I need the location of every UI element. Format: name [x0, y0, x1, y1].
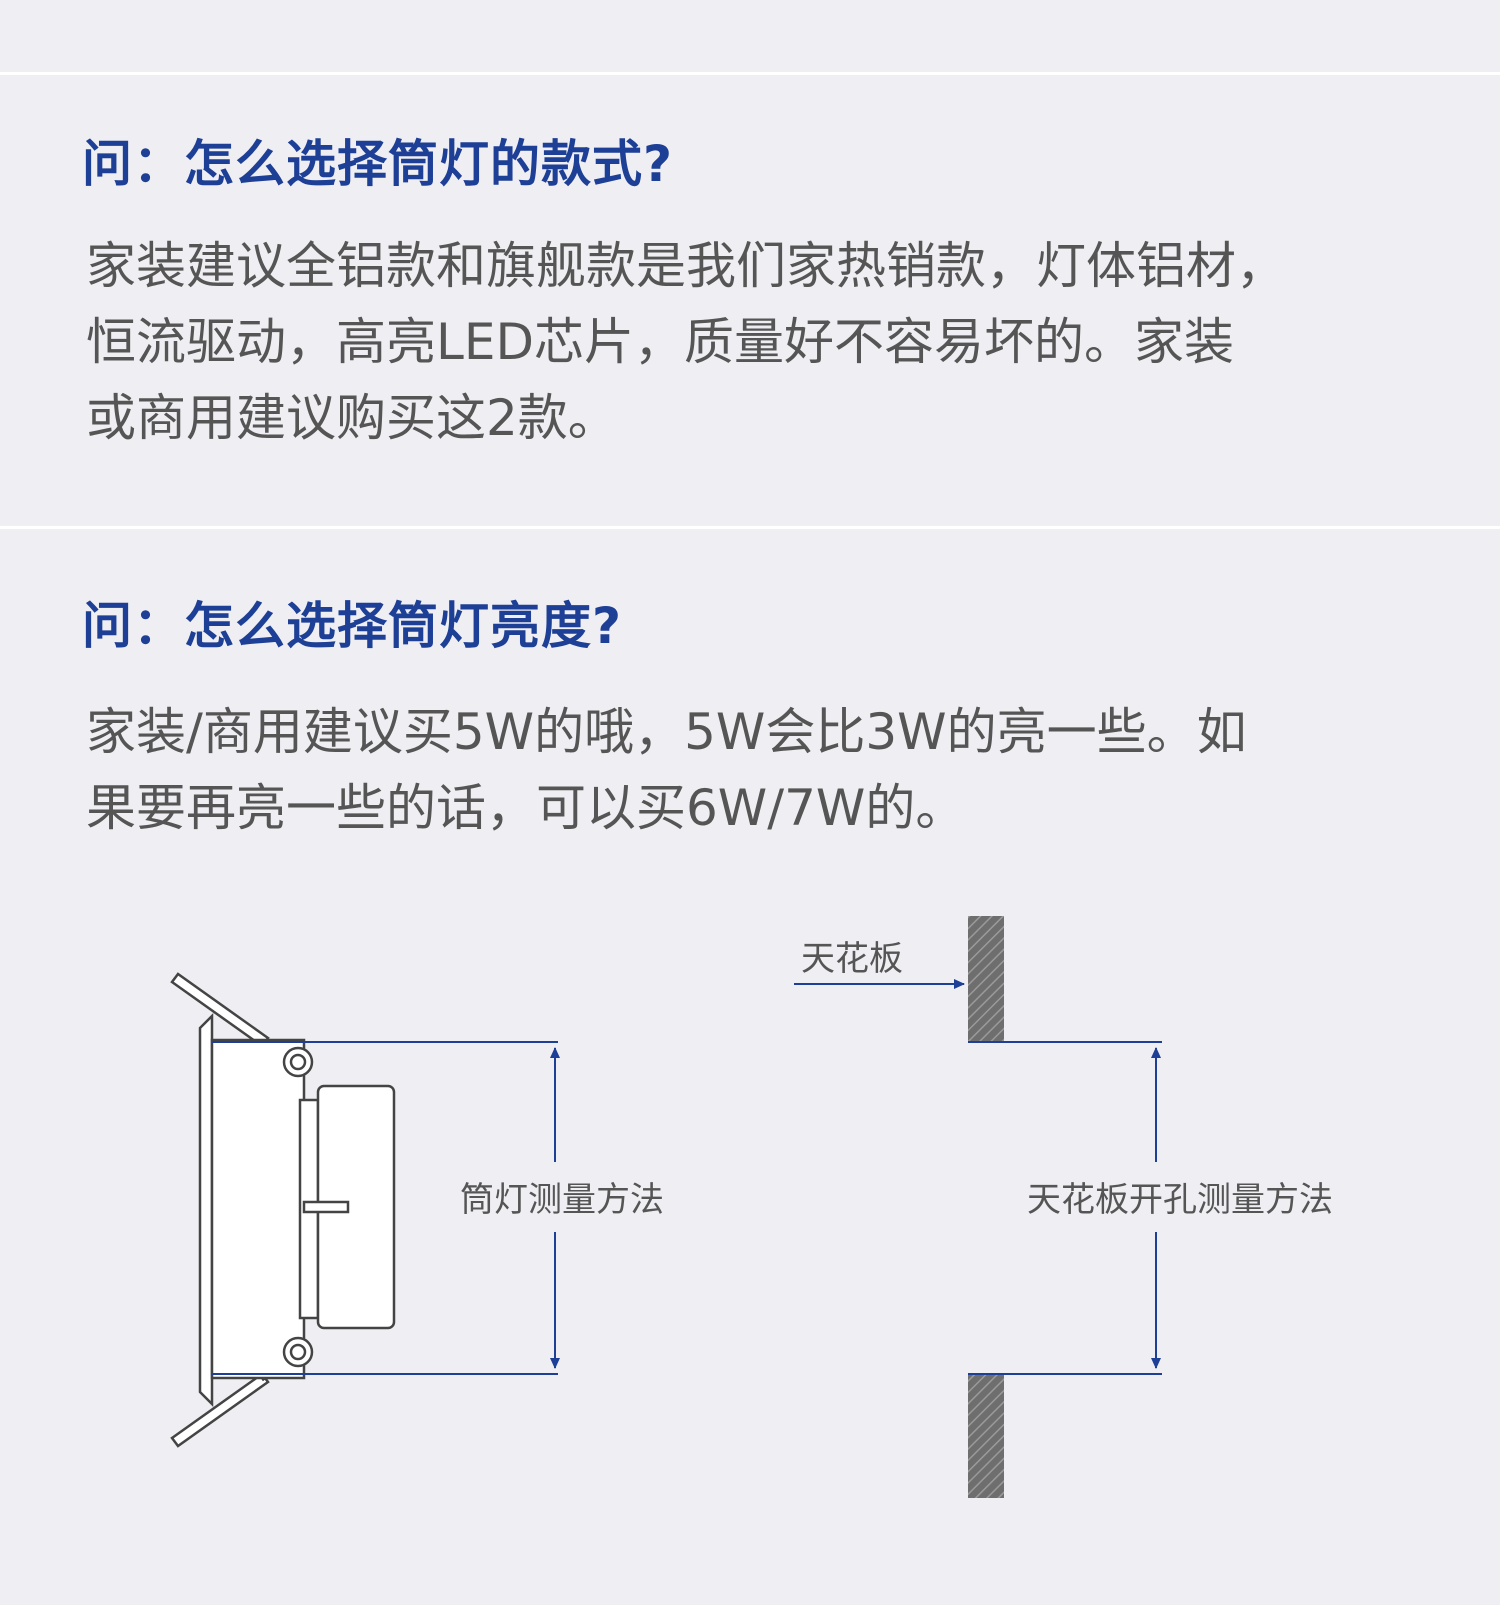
middle-divider	[0, 526, 1500, 529]
answer-line: 或商用建议购买这2款。	[86, 389, 618, 447]
connector-pin	[302, 1200, 350, 1214]
answer-line: 家装建议全铝款和旗舰款是我们家热销款，灯体铝材，	[86, 237, 1286, 295]
ceiling-lower	[968, 1374, 1004, 1498]
ceiling-drawing: 天花板开孔测量方法 天花板	[794, 916, 1333, 1498]
question-brightness: 问：怎么选择筒灯亮度?	[82, 597, 623, 655]
ceiling-upper	[968, 916, 1004, 1042]
hole-measure-label: 天花板开孔测量方法	[1027, 1180, 1333, 1220]
answer-line: 果要再亮一些的话，可以买6W/7W的。	[86, 779, 966, 837]
lamp-dimension: 筒灯测量方法	[212, 1041, 664, 1375]
top-divider	[0, 72, 1500, 75]
question-style: 问：怎么选择筒灯的款式?	[82, 135, 674, 193]
downlight-drawing	[170, 972, 396, 1448]
answer-line: 恒流驱动，高亮LED芯片，质量好不容易坏的。家装	[86, 313, 1234, 371]
lamp-measure-label: 筒灯测量方法	[460, 1180, 664, 1220]
bottom-spring-clip	[170, 1372, 270, 1448]
measurement-diagram: 筒灯测量方法 天花板开孔测量方法 天花板	[170, 916, 1333, 1498]
top-spring-clip	[170, 972, 270, 1048]
ceiling-label: 天花板	[801, 939, 903, 979]
answer-style: 家装建议全铝款和旗舰款是我们家热销款，灯体铝材， 恒流驱动，高亮LED芯片，质量…	[86, 228, 1446, 456]
lamp-body	[210, 1038, 306, 1380]
answer-line: 家装/商用建议买5W的哦，5W会比3W的亮一些。如	[86, 703, 1247, 761]
answer-brightness: 家装/商用建议买5W的哦，5W会比3W的亮一些。如 果要再亮一些的话，可以买6W…	[86, 694, 1446, 846]
trim-ring	[198, 1012, 214, 1408]
